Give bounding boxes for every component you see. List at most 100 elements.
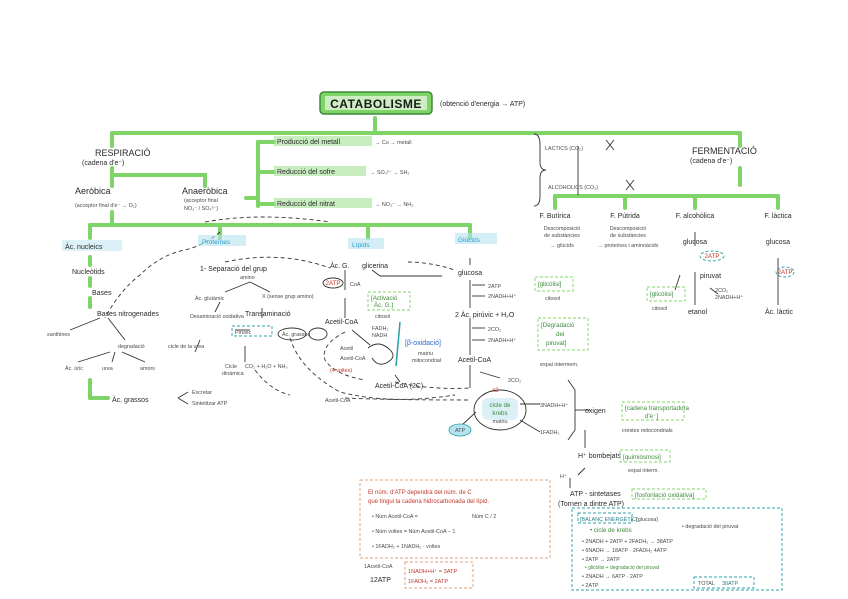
prot-dinamica: dinàmica — [222, 371, 244, 377]
nuc-sintetitzar: Sintetitzar ATP — [192, 401, 228, 407]
cadena-h-bomb: H⁺ bombejats — [578, 453, 621, 460]
lip-acetilcoa: Acetil-CoA — [325, 319, 358, 326]
ferm-desc-2b: de substàncies — [610, 233, 646, 239]
balanc-row-6: • 2ATP — [582, 583, 599, 589]
product-3: Reducció del nitrat — [277, 201, 335, 208]
gluc-nadh2: 2NADH+H⁺ — [488, 338, 516, 344]
ferm-desc-1c: → glúcids — [550, 243, 574, 249]
aerobica-sub: (acceptor final d'e⁻ → O₂) — [75, 203, 137, 209]
prot-x: X (sense grup amino) — [262, 294, 314, 300]
nuc-ac-uric: Àc. úric — [65, 365, 83, 372]
gluc-piruvat: piruvat] — [546, 340, 567, 347]
lip-activacio: [Activació — [371, 295, 398, 302]
gluc-cicle: cicle de — [490, 402, 512, 409]
cadena-tornen: (Tornen a dintre ATP) — [558, 501, 624, 508]
bottom-acetil: 1Acetil-CoA — [364, 564, 393, 570]
nuc-nucleotids: Nucleòtids — [72, 269, 105, 276]
bottom-equivalences: 1Acetil-CoA 12ATP 1NADH+H⁺ = 3ATP 1FADH₂… — [364, 561, 474, 589]
green-connectors — [88, 116, 780, 400]
gluc-del: del — [556, 331, 564, 338]
alcoholics-label: ALCOHOLICS (CO₂) — [548, 185, 598, 191]
note-line-1: El núm. d'ATP dependrà del núm. de C — [368, 490, 472, 496]
nuc-bases: Bases — [92, 290, 112, 297]
ferm-atp-2: 2ATP — [777, 269, 792, 276]
balanc-row-5: • 2NADH → 6ATP · 2ATP — [582, 574, 643, 580]
cadena-atp-sint: ATP - sintetases — [570, 491, 621, 498]
gluc-acetilcoa: Acetil-CoA — [458, 357, 491, 364]
gluc-nadh3: 3NADH+H⁺ — [540, 403, 568, 409]
balanc-cicle: • cicle de krebs — [590, 527, 632, 534]
gluc-glucosa: glucosa — [458, 270, 482, 277]
prot-co2-h2o: CO₂ + H₂O + NH₃ — [245, 364, 288, 370]
gluc-fadh: 1FADH₂ — [540, 430, 559, 436]
fermentation-types: F. Butírica F. Pútrida F. alcohòlica F. … — [539, 213, 795, 316]
prot-sep: 1- Separació del grup — [200, 266, 267, 273]
balanc-title: [BALANÇ ENERGÈTIC] — [580, 516, 638, 523]
gluc-x2: x2 — [492, 387, 499, 394]
balanc-row-3: • 2ATP → 2ATP — [582, 557, 620, 563]
gluc-nadh: 2NADH+H⁺ — [488, 294, 516, 300]
glucids-column: glucosa 2ATP 2NADH+H⁺ [glicòlisi] citoso… — [448, 270, 589, 437]
prot-cicle-urea: cicle de la urea — [168, 344, 204, 350]
ferm-glucosa-2: glucosa — [766, 239, 790, 246]
lipids-column: Àc. G. glicerina 2ATP CoA [Activació Àc.… — [322, 261, 441, 404]
nuc-amoni: amoni — [140, 366, 155, 372]
balanc-sub: (glucosa) — [636, 517, 658, 523]
lip-acetil: Acetil — [340, 346, 353, 352]
prot-desaminacio: Desaminació oxidativa — [190, 314, 244, 320]
gluc-espai: espai intermem. — [540, 362, 578, 368]
column-headers: Àc. nucleics Proteïnes Lípids Glúcids — [62, 233, 497, 251]
prot-cicle: Cicle — [225, 364, 237, 370]
lip-fadh: FADH₂ — [372, 326, 388, 332]
ferm-desc-1b: de substàncies — [544, 233, 580, 239]
bottom-b2: 1FADH₂ = 2ATP — [408, 579, 448, 585]
respiracio-sub: (cadena d'e⁻) — [82, 160, 124, 167]
lip-glicerina: glicerina — [362, 263, 388, 270]
note-line-2: que tingui la cadena hidrocarbonada del … — [368, 499, 489, 505]
ferm-piruvat: piruvat — [700, 273, 721, 280]
anaerobica-sub1: (acceptor final — [184, 198, 218, 204]
product-2-arrow: → SO₄²⁻ → SH₂ — [370, 170, 410, 176]
anaerobica-sub2: NO₃⁻ / SO₄²⁻) — [184, 206, 218, 212]
lip-beta: [β-oxidació] — [405, 340, 441, 347]
gluc-citosol: citosol — [545, 296, 560, 302]
ferm-etanol: etanol — [688, 309, 708, 316]
nuc-urea: urea — [102, 366, 113, 372]
bottom-b1: 1NADH+H⁺ = 3ATP — [408, 568, 457, 575]
respiracio-label: RESPIRACIÓ — [95, 148, 151, 158]
title-note: (obtenció d'energia → ATP) — [440, 101, 525, 108]
ferm-desc-2c: → proteïnes i aminoàcids — [598, 243, 659, 249]
gluc-degradacio: [Degradació — [541, 322, 575, 329]
product-3-arrow: → NO₃⁻ → NH₃ — [375, 202, 413, 208]
lactics-label: LACTICS (CO₂) — [545, 146, 583, 152]
col-lipids: Lípids — [352, 242, 370, 249]
ferm-glicolisi: [glicòlisi] — [650, 291, 674, 298]
ferm-desc-2a: Descomposició — [610, 226, 647, 232]
ferm-type-lactica: F. làctica — [764, 213, 791, 220]
title-block: CATABOLISME (obtenció d'energia → ATP) — [319, 91, 525, 115]
balanc-total-label: TOTAL — [698, 581, 715, 587]
nuc-degradacio: degradació — [118, 344, 145, 350]
col-nucleics: Àc. nucleics — [65, 242, 103, 251]
gluc-co2b: 2CO₂ — [508, 378, 521, 384]
cadena-quimio: [quimiòsmosi] — [623, 454, 661, 461]
note-line-5: • 1FADH₂ + 1NADH₂ · voltes — [372, 544, 441, 550]
bottom-atp: 12ATP — [370, 577, 391, 584]
gluc-atp: 2ATP — [488, 284, 501, 290]
cadena-label: [cadena transportadora — [625, 405, 690, 412]
ferm-co2: 2CO₂ — [715, 288, 728, 294]
gluc-matriu: matriu — [493, 419, 508, 425]
gluc-krebs: krebs — [492, 410, 507, 417]
cadena-fosf: [fosforilació oxidativa] — [635, 492, 694, 499]
prot-transaminacio: Transaminació — [245, 311, 291, 318]
prot-ac-gras: Àc. grassos — [282, 331, 310, 338]
lip-acetilcoa-3: Acetil-CoA — [325, 398, 351, 404]
cadena-crestes: crestes mitocondrials — [622, 428, 673, 434]
product-1: Producció del metall — [277, 139, 340, 146]
balanc-row-4: • glicòlisi + degradació del piruvat — [585, 565, 660, 571]
balanc-total-value: 38ATP — [722, 581, 738, 587]
gluc-atp-k: ATP — [455, 428, 465, 434]
balanc-row-1: • 2NADH + 2ATP + 2FADH₂ → 38ATP — [582, 539, 673, 545]
anaerobica-label: Anaeròbica — [182, 186, 228, 196]
